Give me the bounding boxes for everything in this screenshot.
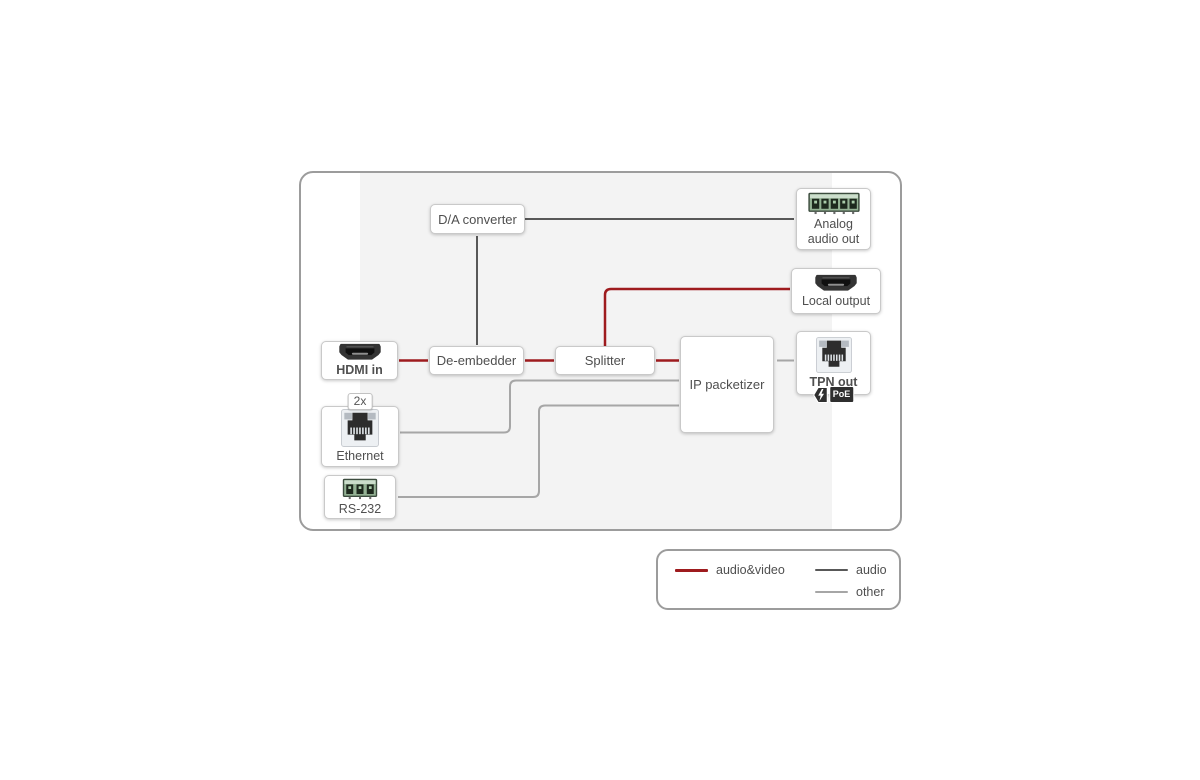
legend-label: audio&video	[716, 563, 785, 577]
connector-tpn-out: TPN out PoE	[796, 331, 871, 403]
connector-label: Local output	[801, 293, 871, 308]
connection-ethernet-ippacketizer	[400, 379, 679, 434]
connector-label: Ethernet	[336, 449, 384, 463]
rj45-icon	[341, 409, 379, 447]
node-label: IP packetizer	[689, 377, 765, 392]
terminal-block-3pin-icon	[342, 478, 378, 499]
connector-label: TPN out	[809, 374, 858, 389]
poe-label: PoE	[828, 386, 855, 403]
connector-analog-audio-out: Analog audio out	[796, 188, 871, 250]
legend-label: other	[856, 585, 885, 599]
node-ip-packetizer: IP packetizer	[680, 336, 774, 433]
connection-splitter-localoutput	[603, 287, 790, 346]
connector-label: Analog audio out	[807, 216, 860, 246]
legend-item-other: other	[815, 582, 885, 602]
legend: audio&video audio other	[656, 549, 901, 610]
connection-rs232-ippacketizer	[398, 404, 679, 498]
node-label: D/A converter	[438, 211, 517, 227]
node-splitter: Splitter	[555, 346, 655, 375]
hdmi-icon	[815, 274, 857, 291]
terminal-block-5pin-icon	[807, 192, 860, 214]
connector-ethernet: 2x Ethernet	[321, 393, 399, 467]
node-de-embedder: De-embedder	[429, 346, 524, 375]
connector-rs232: RS-232	[324, 475, 396, 519]
lightning-bolt-icon	[812, 386, 828, 403]
legend-line-other	[815, 591, 848, 593]
legend-item-audio: audio	[815, 560, 887, 580]
legend-item-audio-video: audio&video	[675, 560, 785, 580]
connector-label: RS-232	[338, 501, 382, 516]
rj45-icon	[815, 336, 852, 373]
node-da-converter: D/A converter	[430, 204, 525, 234]
port-count-badge: 2x	[347, 393, 373, 410]
device-diagram-frame: D/A converter De-embedder Splitter IP pa…	[299, 171, 902, 531]
hdmi-icon	[338, 343, 381, 360]
node-label: Splitter	[584, 353, 626, 368]
legend-label: audio	[856, 563, 887, 577]
poe-badge: PoE	[812, 386, 855, 403]
node-label: De-embedder	[436, 353, 517, 368]
connector-local-output: Local output	[791, 268, 881, 314]
connection-lines	[398, 218, 794, 498]
legend-line-audio-video	[675, 568, 708, 572]
connector-label: HDMI in	[336, 363, 383, 377]
connector-hdmi-in: HDMI in	[321, 341, 398, 380]
legend-line-audio	[815, 569, 848, 571]
